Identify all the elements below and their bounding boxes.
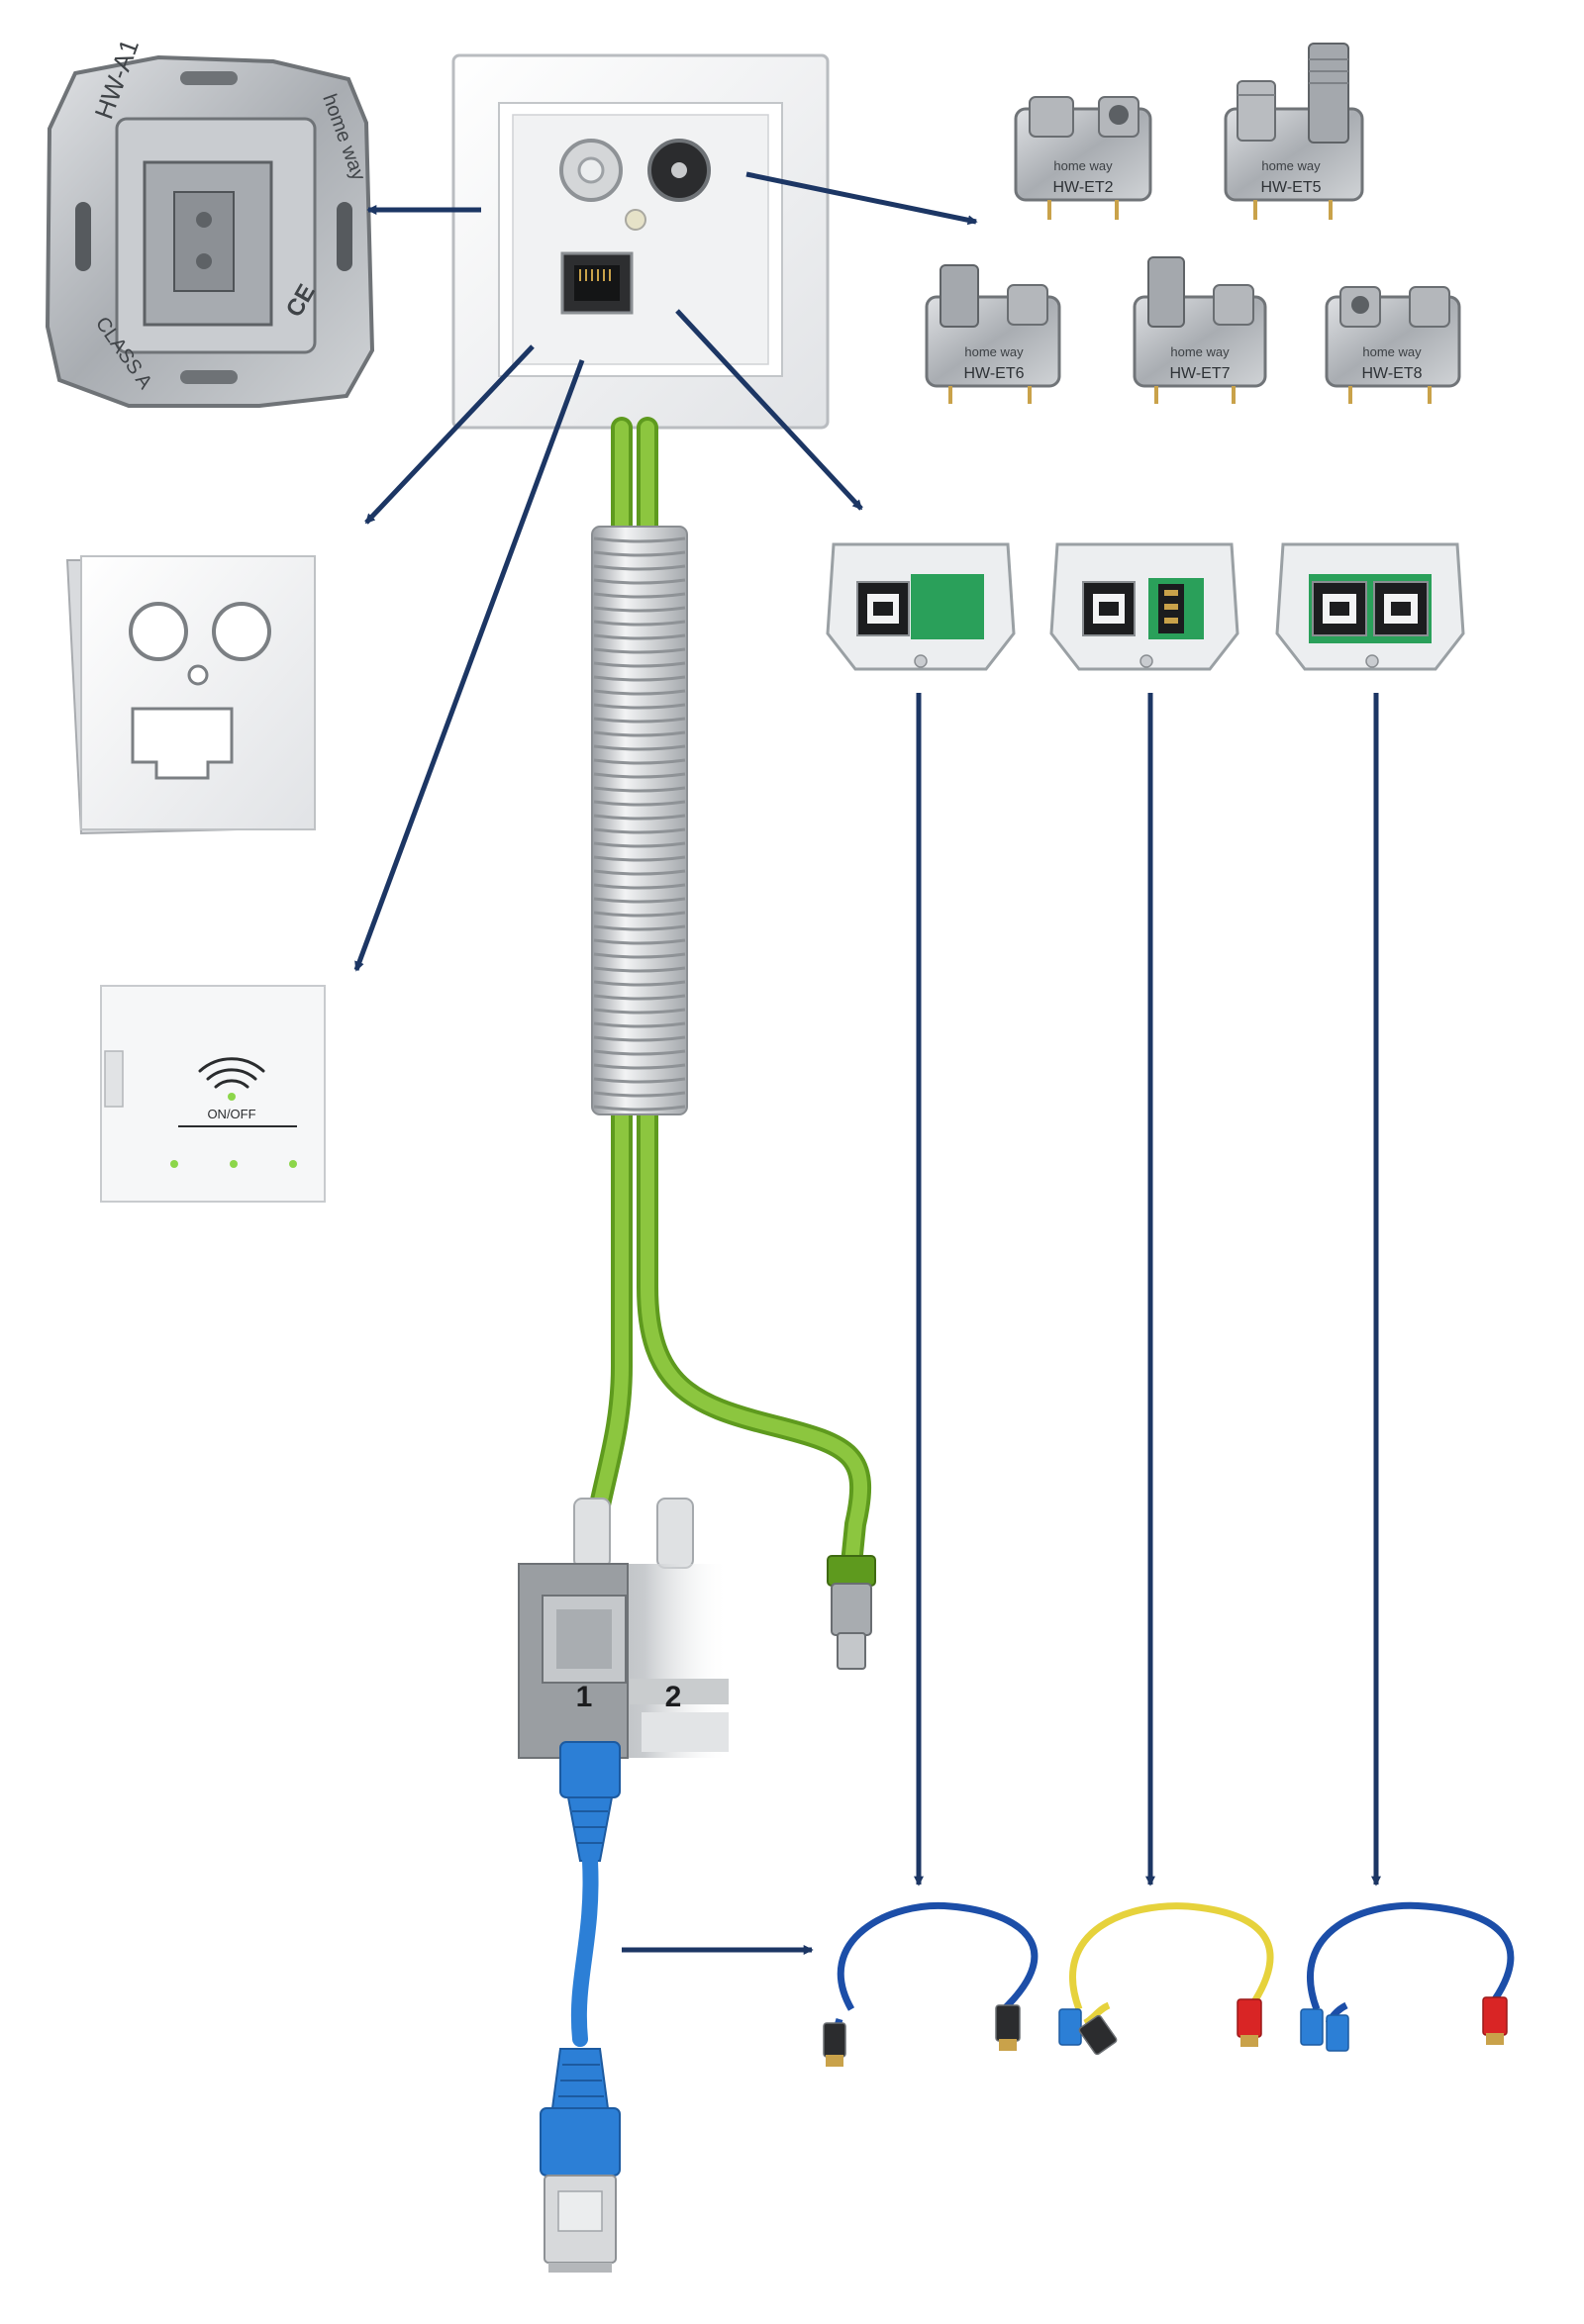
arrow-to-cover-plate: [364, 344, 535, 525]
wifi-access-point: ON/OFF: [100, 985, 326, 1203]
patch-cord-blue-dual: [1300, 1901, 1515, 2052]
wifi-icon: [198, 1057, 265, 1101]
patch-cord-blue: [823, 1901, 1039, 2067]
patch-panel: 1 2: [518, 1498, 729, 1759]
arrow-to-keystones: [675, 309, 863, 511]
module-label: HW-ET6: [963, 365, 1024, 382]
module-hw-et8: home way HW-ET8: [1325, 286, 1461, 404]
sat-indicator: [625, 209, 646, 231]
module-hw-et5: home way HW-ET5: [1224, 43, 1364, 220]
keystone-single-rj45: [826, 542, 1016, 671]
module-hw-et2: home way HW-ET2: [1014, 96, 1152, 220]
coax-modules: home way HW-ET2 home way HW-ET5 home way…: [925, 43, 1461, 404]
status-led: [170, 1160, 178, 1168]
module-label: HW-ET7: [1169, 365, 1230, 382]
module-label: HW-ET2: [1052, 179, 1113, 196]
keystone-dual-rj45: [1275, 542, 1465, 671]
patch-cord-yellow: [1058, 1902, 1274, 2056]
module-brand: home way: [1170, 344, 1230, 359]
module-brand: home way: [1261, 158, 1321, 173]
status-led: [289, 1160, 297, 1168]
module-brand: home way: [964, 344, 1024, 359]
keystone-rj45-and-terminal: [1049, 542, 1239, 671]
mounting-frame: HW-A1 home way CLASS A CE: [45, 36, 375, 408]
port-label-1: 1: [576, 1681, 593, 1713]
keystone-modules: [826, 542, 1465, 671]
blue-patch-cable: [540, 1741, 621, 2273]
on-off-label: ON/OFF: [207, 1107, 255, 1121]
module-hw-et7: home way HW-ET7: [1133, 256, 1267, 404]
status-led: [230, 1160, 238, 1168]
module-brand: home way: [1053, 158, 1113, 173]
module-label: HW-ET8: [1361, 365, 1422, 382]
arrow-to-coax-modules: [745, 171, 978, 226]
module-brand: home way: [1362, 344, 1422, 359]
patch-cords: [823, 1901, 1515, 2067]
connector-arrows: [353, 171, 1381, 1955]
f-connector: [827, 1555, 876, 1670]
module-label: HW-ET5: [1260, 179, 1321, 196]
corrugated-conduit: [591, 526, 688, 1115]
port-label-2: 2: [665, 1681, 682, 1713]
module-hw-et6: home way HW-ET6: [925, 264, 1061, 404]
socket-faceplate: [451, 53, 830, 430]
cover-plate: [65, 555, 316, 835]
arrow-to-access-point: [353, 359, 585, 972]
